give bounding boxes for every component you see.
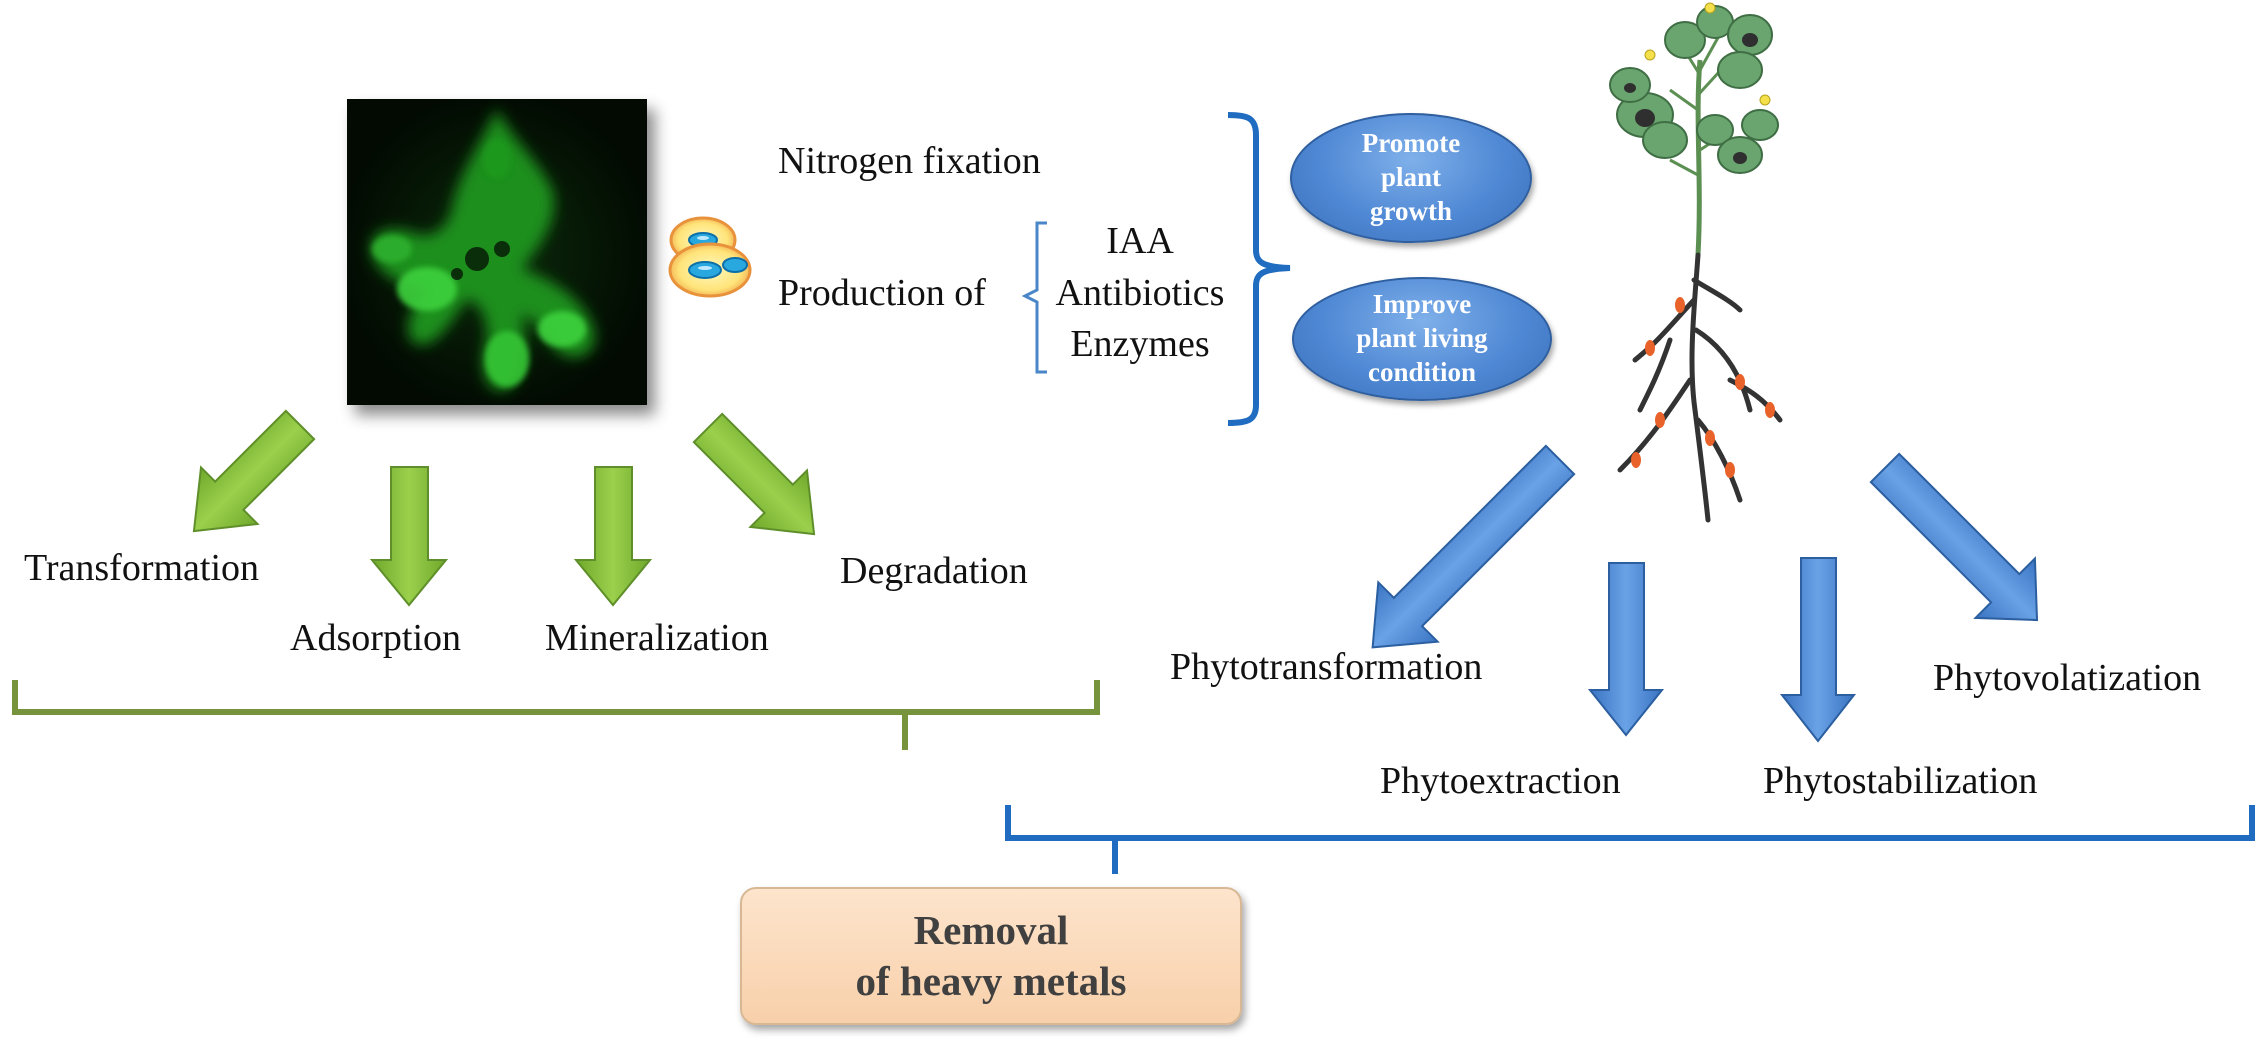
- phytostabilization-label: Phytostabilization: [1763, 760, 2038, 802]
- products-small-bracket: [1021, 221, 1047, 374]
- removal-result-box: Removal of heavy metals: [740, 887, 1242, 1025]
- product-antibiotics: Antibiotics: [1055, 272, 1225, 314]
- nitrogen-fixation-label: Nitrogen fixation: [778, 140, 1041, 182]
- product-enzymes: Enzymes: [1070, 323, 1210, 365]
- phytotransformation-arrow: [1371, 444, 1576, 649]
- transformation-label: Transformation: [24, 547, 260, 589]
- transformation-arrow: [192, 409, 316, 533]
- phytostabilization-arrow: [1779, 557, 1857, 743]
- phytovolatization-arrow: [1869, 452, 2039, 622]
- plant-illustration: [1609, 2, 1783, 523]
- adsorption-label: Adsorption: [290, 617, 461, 659]
- degradation-label: Degradation: [840, 550, 1028, 592]
- phytoextraction-label: Phytoextraction: [1380, 760, 1621, 802]
- functions-curly-bracket: [1227, 112, 1291, 426]
- root-icon: [1617, 252, 1783, 523]
- improve-condition-oval: Improve plant living condition: [1292, 277, 1552, 401]
- promote-growth-line-3: growth: [1369, 195, 1452, 226]
- improve-condition-line-1: Improve: [1372, 289, 1472, 320]
- phytoextraction-arrow: [1587, 562, 1665, 737]
- production-of-label: Production of: [778, 272, 986, 314]
- phytotransformation-label: Phytotransformation: [1170, 646, 1483, 688]
- bacteria-icon: [668, 216, 752, 298]
- improve-condition-line-2: plant living: [1356, 323, 1488, 354]
- promote-growth-line-1: Promote: [1361, 128, 1461, 159]
- phytovolatization-label: Phytovolatization: [1933, 657, 2202, 699]
- improve-condition-line-3: condition: [1367, 356, 1476, 387]
- mineralization-label: Mineralization: [545, 617, 769, 659]
- promote-growth-oval: Promote plant growth: [1290, 113, 1532, 243]
- promote-growth-line-2: plant: [1380, 162, 1442, 193]
- mineralization-arrow: [573, 466, 653, 607]
- microscope-image: [347, 99, 647, 405]
- microbe-mechanisms-bracket: [12, 680, 1100, 750]
- removal-line-2: of heavy metals: [855, 958, 1127, 1004]
- plant-mechanisms-bracket: [1005, 805, 2255, 874]
- adsorption-arrow: [369, 466, 449, 607]
- degradation-arrow: [692, 412, 816, 536]
- product-iaa: IAA: [1106, 220, 1174, 262]
- removal-line-1: Removal: [913, 906, 1069, 953]
